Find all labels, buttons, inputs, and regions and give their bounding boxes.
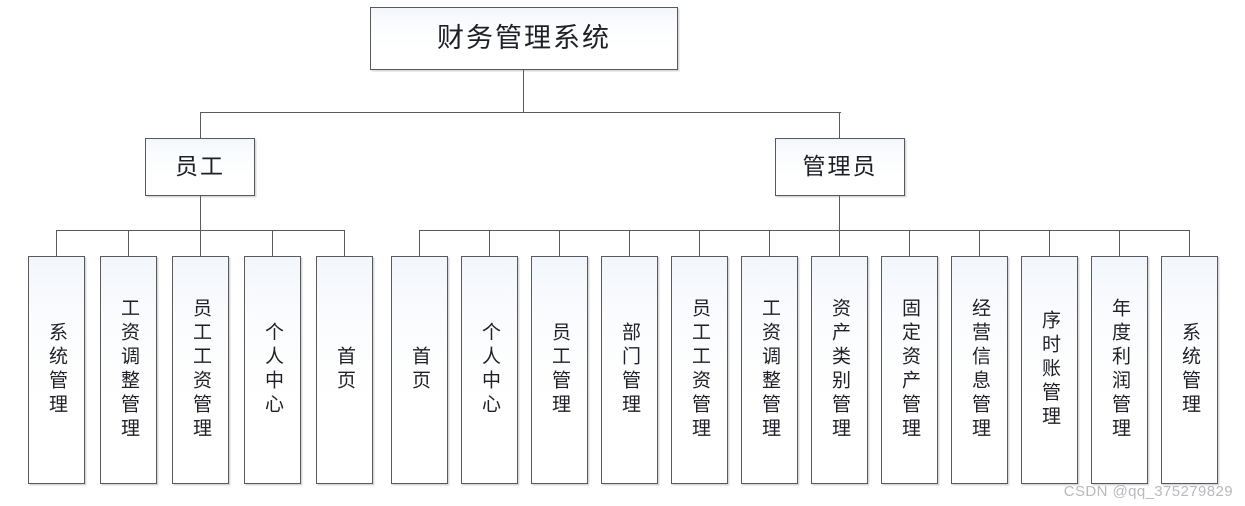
node-label: 经营信息管理 xyxy=(969,298,990,442)
connector-admin-leaf-12 xyxy=(1189,230,1191,256)
node-label: 系统管理 xyxy=(1179,322,1200,418)
connector-admin-leaf-10 xyxy=(1049,230,1051,256)
node-label: 员工工资管理 xyxy=(190,298,211,442)
node-admin-leaf-personal-center[interactable]: 个人中心 xyxy=(461,256,518,484)
node-employee-leaf-salary-adjustment-management[interactable]: 工资调整管理 xyxy=(100,256,157,484)
connector-admin-leaf-6 xyxy=(769,230,771,256)
connector-admin-leaf-4 xyxy=(629,230,631,256)
node-label: 部门管理 xyxy=(619,322,640,418)
node-branch-admin[interactable]: 管理员 xyxy=(775,138,905,196)
connector-level1-bar xyxy=(200,112,841,114)
node-root-label: 财务管理系统 xyxy=(437,22,611,53)
node-label: 工资调整管理 xyxy=(118,298,139,442)
connector-employee-leaf-3 xyxy=(200,230,202,256)
connector-admin-bar xyxy=(419,230,1190,232)
node-admin-leaf-chronological-account-management[interactable]: 序时账管理 xyxy=(1021,256,1078,484)
node-admin-leaf-salary-adjustment-management[interactable]: 工资调整管理 xyxy=(741,256,798,484)
connector-admin-leaf-5 xyxy=(699,230,701,256)
connector-to-employee xyxy=(200,112,202,139)
connector-root-stem xyxy=(523,70,525,113)
node-admin-leaf-employee-management[interactable]: 员工管理 xyxy=(531,256,588,484)
connector-admin-leaf-8 xyxy=(909,230,911,256)
connector-admin-leaf-11 xyxy=(1119,230,1121,256)
connector-employee-leaf-5 xyxy=(344,230,346,256)
connector-employee-leaf-1 xyxy=(56,230,58,256)
connector-employee-stem xyxy=(200,196,202,231)
node-admin-leaf-department-management[interactable]: 部门管理 xyxy=(601,256,658,484)
connector-admin-stem xyxy=(839,196,841,231)
node-label: 系统管理 xyxy=(46,322,67,418)
connector-employee-leaf-4 xyxy=(272,230,274,256)
node-admin-leaf-home[interactable]: 首页 xyxy=(391,256,448,484)
node-label: 首页 xyxy=(409,346,430,394)
node-branch-admin-label: 管理员 xyxy=(802,154,878,180)
node-label: 员工管理 xyxy=(549,322,570,418)
node-label: 资产类别管理 xyxy=(829,298,850,442)
node-employee-leaf-personal-center[interactable]: 个人中心 xyxy=(244,256,301,484)
node-branch-employee-label: 员工 xyxy=(175,154,225,180)
node-admin-leaf-fixed-asset-management[interactable]: 固定资产管理 xyxy=(881,256,938,484)
connector-employee-leaf-2 xyxy=(128,230,130,256)
connector-admin-leaf-7 xyxy=(839,230,841,256)
node-admin-leaf-system-management[interactable]: 系统管理 xyxy=(1161,256,1218,484)
node-admin-leaf-employee-salary-management[interactable]: 员工工资管理 xyxy=(671,256,728,484)
node-label: 个人中心 xyxy=(479,322,500,418)
connector-admin-leaf-1 xyxy=(419,230,421,256)
node-label: 个人中心 xyxy=(262,322,283,418)
node-employee-leaf-employee-salary-management[interactable]: 员工工资管理 xyxy=(172,256,229,484)
connector-admin-leaf-2 xyxy=(489,230,491,256)
node-employee-leaf-home[interactable]: 首页 xyxy=(316,256,373,484)
watermark: CSDN @qq_375279829 xyxy=(1063,483,1233,500)
node-label: 序时账管理 xyxy=(1039,310,1060,430)
node-label: 固定资产管理 xyxy=(899,298,920,442)
node-branch-employee[interactable]: 员工 xyxy=(145,138,255,196)
node-employee-leaf-system-management[interactable]: 系统管理 xyxy=(28,256,85,484)
node-label: 年度利润管理 xyxy=(1109,298,1130,442)
node-label: 工资调整管理 xyxy=(759,298,780,442)
node-root-financial-management-system[interactable]: 财务管理系统 xyxy=(370,7,678,70)
node-label: 员工工资管理 xyxy=(689,298,710,442)
connector-admin-leaf-3 xyxy=(559,230,561,256)
node-label: 首页 xyxy=(334,346,355,394)
node-admin-leaf-annual-profit-management[interactable]: 年度利润管理 xyxy=(1091,256,1148,484)
node-admin-leaf-asset-category-management[interactable]: 资产类别管理 xyxy=(811,256,868,484)
connector-to-admin xyxy=(839,112,841,139)
node-admin-leaf-business-info-management[interactable]: 经营信息管理 xyxy=(951,256,1008,484)
connector-admin-leaf-9 xyxy=(979,230,981,256)
